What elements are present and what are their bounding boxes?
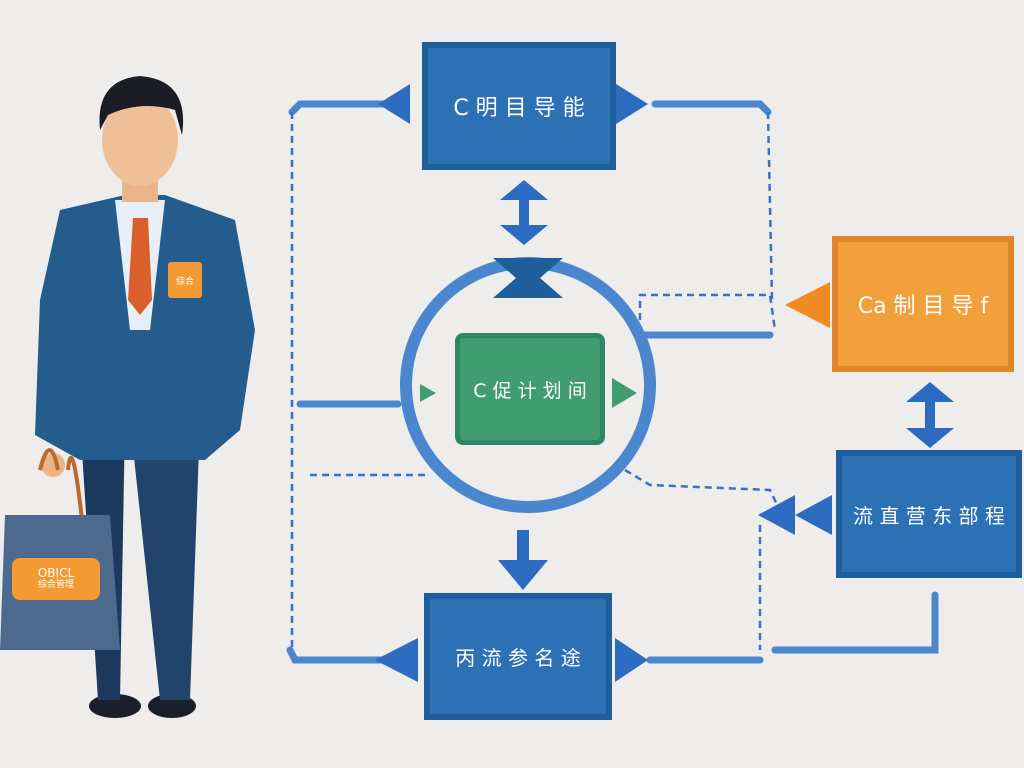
node-center-label: C 促 计 划 间 bbox=[473, 379, 587, 402]
node-right[interactable]: 流 直 营 东 部 程 bbox=[836, 450, 1022, 578]
bag-label-line2: 综合管理 bbox=[37, 580, 74, 590]
arrowheads bbox=[375, 84, 954, 682]
bag-label: OBICL 综合管理 bbox=[12, 566, 100, 591]
bag-label-line1: OBICL bbox=[37, 566, 75, 580]
node-orange-label: Ca 制 目 导 f bbox=[857, 294, 989, 319]
node-orange[interactable]: Ca 制 目 导 f bbox=[832, 236, 1014, 372]
node-right-label: 流 直 营 东 部 程 bbox=[853, 503, 1005, 528]
ring-top-arrow bbox=[493, 258, 563, 298]
svg-text:综合: 综合 bbox=[176, 275, 194, 287]
businessman-illustration: 综合 bbox=[0, 76, 255, 718]
node-bottom-label: 丙 流 参 名 途 bbox=[455, 646, 581, 670]
node-top-label: C 明 目 导 能 bbox=[453, 96, 585, 121]
name-badge bbox=[168, 262, 202, 298]
node-center[interactable]: C 促 计 划 间 bbox=[455, 333, 605, 445]
node-bottom[interactable]: 丙 流 参 名 途 bbox=[424, 593, 612, 720]
node-top[interactable]: C 明 目 导 能 bbox=[422, 42, 616, 170]
